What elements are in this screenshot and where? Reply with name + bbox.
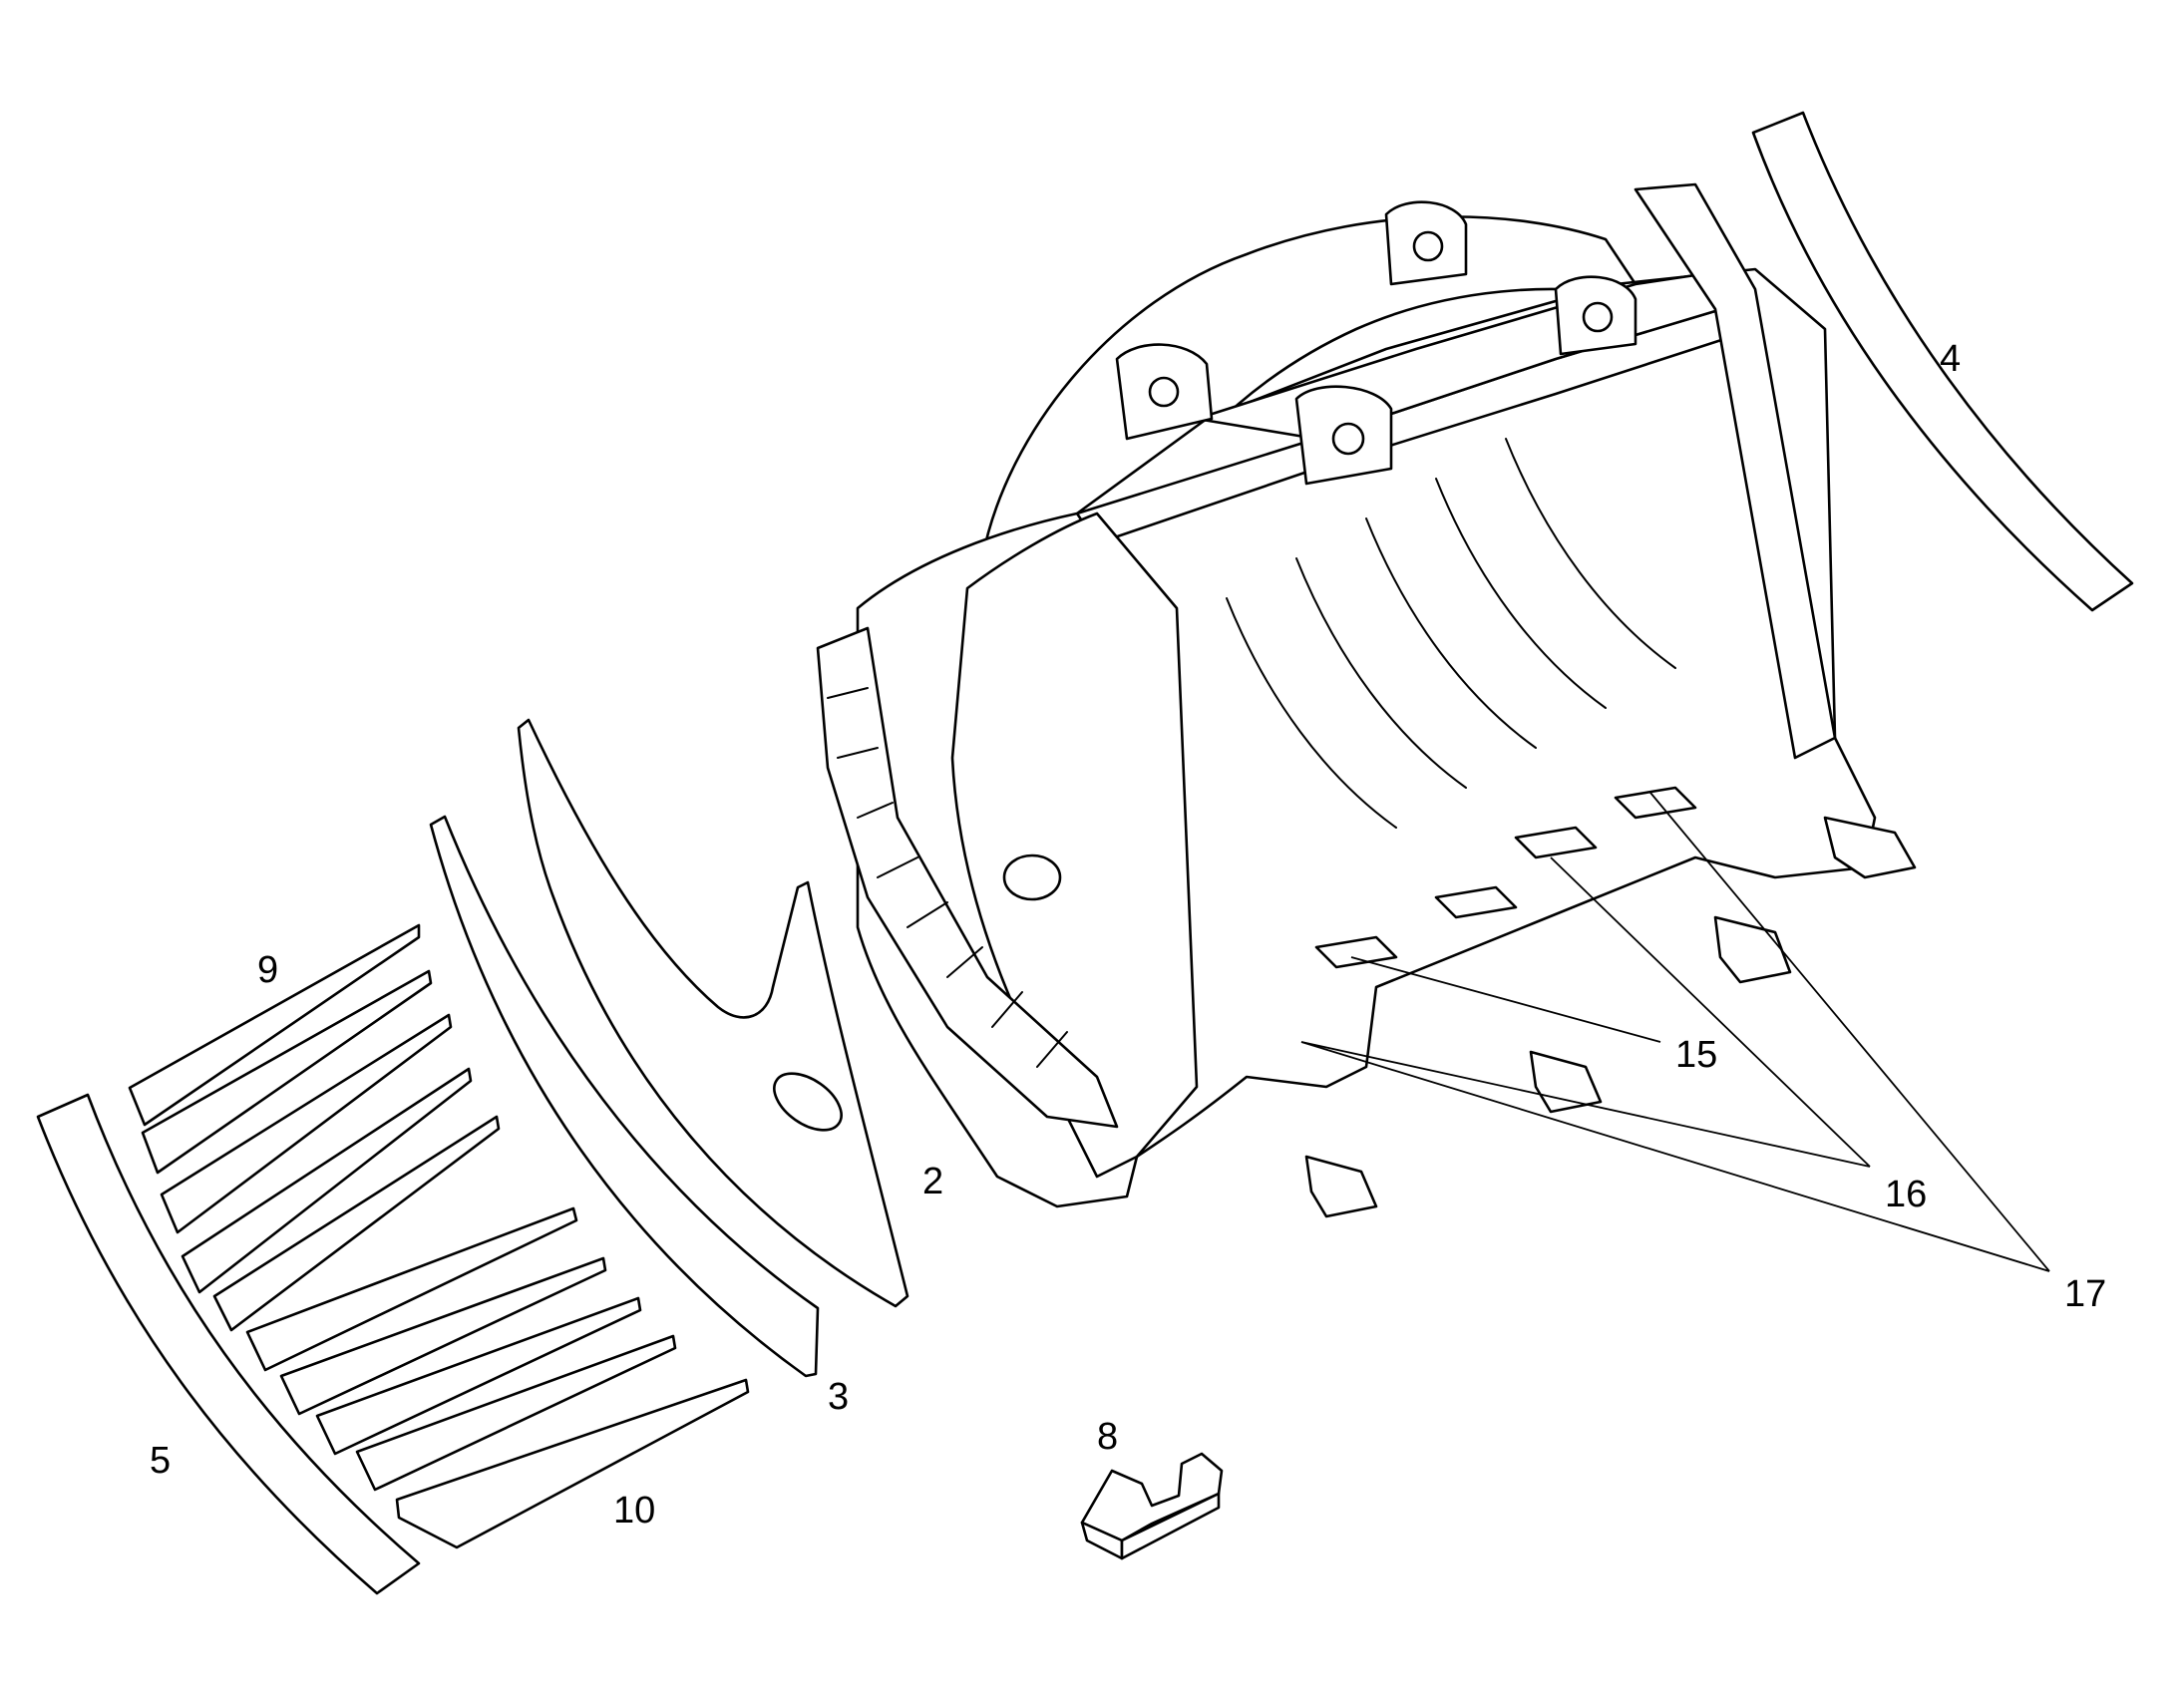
- callout-2: 2: [922, 1161, 943, 1202]
- block-side: [1120, 1492, 1221, 1560]
- wear-strip-1: [128, 923, 421, 1127]
- callout-3: 3: [828, 1376, 849, 1418]
- inner-ribs: [1226, 438, 1676, 829]
- tine-bar-4: [1314, 935, 1398, 969]
- tooth-4: [1304, 1155, 1378, 1218]
- wear-strip-6: [245, 1206, 578, 1372]
- leader-16a: [1300, 1041, 1871, 1168]
- wear-strip-4: [181, 1067, 473, 1294]
- callout-9: 9: [257, 949, 278, 991]
- wear-strip-2: [141, 969, 433, 1175]
- part-2-side-plate: [517, 718, 909, 1308]
- tine-bar-2: [1514, 826, 1598, 859]
- lug-hole-left: [1148, 376, 1180, 408]
- right-rear-post: [1634, 182, 1837, 760]
- leader-16b: [1550, 856, 1871, 1168]
- wear-strip-3: [160, 1013, 453, 1234]
- wear-strip-8: [315, 1296, 642, 1456]
- block-top: [1080, 1452, 1224, 1542]
- part-2-hole: [773, 1072, 843, 1132]
- tooth-3: [1529, 1050, 1603, 1114]
- part-8-adapter-block: [1080, 1452, 1224, 1560]
- part-9-wear-strips: [128, 923, 677, 1492]
- wear-strip-9: [355, 1334, 677, 1492]
- callout-labels: 2 3 4 5 8 9 10 15 16 17: [150, 338, 2106, 1532]
- wear-strip-5: [212, 1115, 501, 1332]
- leader-17b: [1649, 792, 2050, 1272]
- callout-10: 10: [613, 1490, 655, 1532]
- callout-8: 8: [1097, 1416, 1118, 1458]
- lug-hole-rear-right: [1582, 301, 1614, 333]
- part-10-wear-strip: [395, 1378, 750, 1549]
- part-4-curved-strip: [1751, 111, 2134, 612]
- tooth-1: [1823, 816, 1917, 879]
- callout-4: 4: [1940, 338, 1961, 380]
- tine-bar-3: [1434, 885, 1518, 919]
- callout-5: 5: [150, 1440, 171, 1482]
- lug-hole-rear-left: [1412, 230, 1444, 262]
- tooth-2: [1713, 915, 1792, 984]
- callout-15: 15: [1675, 1034, 1717, 1076]
- side-plate-hole: [1002, 854, 1062, 901]
- wear-strip-7: [279, 1256, 607, 1416]
- part-3-liner-plate: [429, 815, 820, 1378]
- leader-15: [1350, 956, 1661, 1043]
- tine-bar-1: [1614, 786, 1697, 820]
- part-5-curved-strip: [36, 1093, 421, 1595]
- callout-16: 16: [1885, 1174, 1927, 1215]
- leader-17a: [1300, 1041, 2050, 1272]
- leader-lines: [1300, 792, 2050, 1272]
- edge-segments: [827, 687, 1068, 1068]
- callout-17: 17: [2064, 1273, 2106, 1315]
- bucket-assembly: [816, 182, 1917, 1218]
- lug-hole-center: [1331, 422, 1365, 456]
